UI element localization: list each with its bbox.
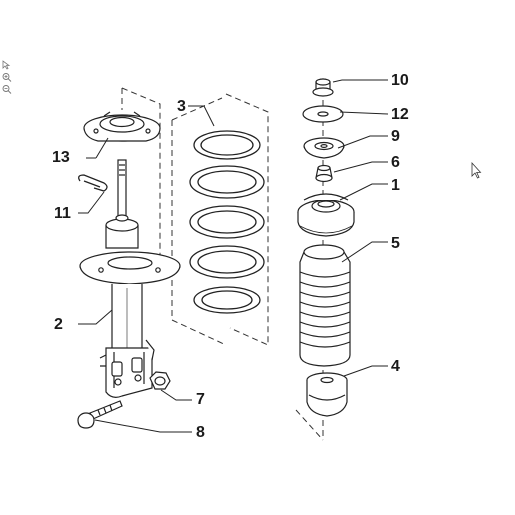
zoom-in-icon[interactable] — [1, 72, 13, 82]
shock-absorber-strut — [79, 159, 181, 398]
leader-lines — [78, 79, 389, 433]
callout-5: 5 — [391, 235, 400, 252]
hex-nut — [149, 371, 171, 390]
retaining-clip — [78, 174, 108, 192]
callout-2: 2 — [54, 316, 63, 333]
coil-spring — [189, 130, 265, 314]
callout-11: 11 — [54, 205, 71, 222]
cup-washer — [303, 137, 345, 159]
callout-7: 7 — [196, 391, 205, 408]
callout-13: 13 — [52, 149, 70, 166]
mounting-bolt — [77, 400, 123, 429]
zoom-out-icon[interactable] — [1, 84, 13, 94]
callout-4: 4 — [391, 358, 400, 375]
zoom-toolbar — [1, 60, 15, 94]
select-arrow-icon[interactable] — [1, 60, 13, 70]
top-washer — [302, 105, 344, 123]
callout-9: 9 — [391, 128, 400, 145]
top-lock-nut — [312, 78, 334, 97]
callout-labels: 13 11 2 3 7 8 10 12 9 6 1 5 4 — [52, 72, 409, 441]
callout-8: 8 — [196, 424, 205, 441]
mouse-pointer-icon — [471, 161, 482, 179]
bump-stop — [306, 372, 348, 417]
callout-10: 10 — [391, 72, 409, 89]
callout-3: 3 — [177, 98, 186, 115]
strut-mount-bearing — [297, 193, 355, 237]
callout-12: 12 — [391, 106, 409, 123]
dust-boot — [299, 244, 351, 367]
spacer-bushing — [315, 164, 333, 183]
callout-1: 1 — [391, 177, 400, 194]
top-mount-plate — [83, 111, 161, 142]
callout-6: 6 — [391, 154, 400, 171]
